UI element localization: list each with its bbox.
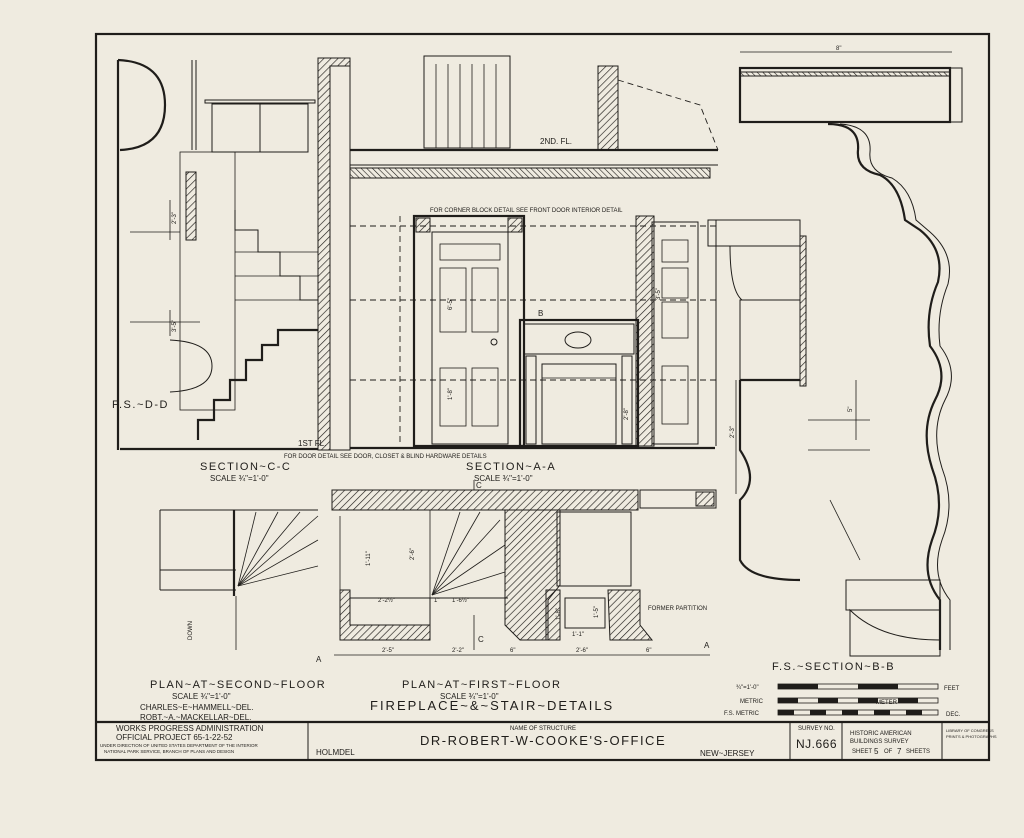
sheet-total: 7 bbox=[897, 747, 902, 756]
dim-6-5: 6'-5" bbox=[448, 298, 454, 310]
dim-3-5: 3'-5" bbox=[172, 320, 178, 332]
section-cc-scale: SCALE ¾"=1'-0" bbox=[210, 474, 269, 483]
marker-a-left: A bbox=[316, 655, 322, 664]
section-cc-drawing bbox=[116, 58, 318, 451]
note-former-partition: FORMER PARTITION bbox=[648, 606, 707, 612]
structure-name: DR-ROBERT-W-COOKE'S-OFFICE bbox=[420, 733, 666, 748]
habs-line-1: HISTORIC AMERICAN bbox=[850, 731, 912, 737]
dim-1-6-half: 1'-6½" bbox=[452, 597, 469, 604]
agency-note-2: NATIONAL PARK SERVICE, BRANCH OF PLANS A… bbox=[104, 749, 234, 754]
dim-2-3b: 2'-3" bbox=[730, 426, 736, 438]
dim-1-11: 1'-11" bbox=[366, 551, 372, 566]
dim-2-6: 2'-6" bbox=[410, 548, 416, 560]
dim-2-8: 2'-8" bbox=[624, 408, 630, 420]
survey-number: NJ.666 bbox=[796, 737, 837, 751]
dim-1-8: 1'-8" bbox=[448, 388, 454, 400]
dim-3-5b: 3'-5" bbox=[656, 288, 662, 300]
sheet-title: FIREPLACE~&~STAIR~DETAILS bbox=[370, 698, 614, 713]
note-door-detail: FOR DOOR DETAIL SEE DOOR, CLOSET & BLIND… bbox=[284, 454, 487, 460]
library-line-2: PRINTS & PHOTOGRAPHS bbox=[946, 734, 997, 739]
sheets-word: SHEETS bbox=[906, 749, 930, 755]
plan-second-scale: SCALE ¾"=1'-0" bbox=[172, 692, 231, 701]
state-label: NEW~JERSEY bbox=[700, 749, 755, 758]
scale-bars bbox=[777, 683, 939, 716]
section-cc-title: SECTION~C-C bbox=[200, 461, 291, 473]
agency-line-1: WORKS PROGRESS ADMINISTRATION bbox=[116, 724, 264, 733]
labels: F.S.~D-D F.S.~D-D SECTION~C-C SCALE ¾"=1… bbox=[100, 46, 997, 758]
agency-line-2: OFFICIAL PROJECT 65-1-22-52 bbox=[116, 733, 233, 742]
habs-line-2: BUILDINGS SURVEY bbox=[850, 739, 909, 745]
note-first-floor: 1ST FL. bbox=[298, 439, 326, 448]
scale-meter: METER bbox=[876, 700, 898, 706]
scale-dec: DEC. bbox=[946, 712, 961, 718]
section-aa-drawing bbox=[350, 55, 720, 450]
sheet-word: SHEET bbox=[852, 749, 872, 755]
marker-b: B bbox=[538, 309, 543, 318]
plan-second-floor-drawing bbox=[159, 509, 319, 650]
note-down: DOWN bbox=[188, 621, 194, 640]
scale-feet-ratio: ¾"=1'-0" bbox=[736, 685, 759, 691]
dim-6in: 6" bbox=[510, 648, 515, 654]
section-aa-scale: SCALE ¾"=1'-0" bbox=[474, 474, 533, 483]
plan-second-title: PLAN~AT~SECOND~FLOOR bbox=[150, 679, 326, 691]
delineator-1: CHARLES~E~HAMMELL~DEL. bbox=[140, 703, 254, 712]
dim-1-5: 1'-5" bbox=[594, 606, 600, 618]
note-second-floor: 2ND. FL. bbox=[540, 137, 572, 146]
location-label: HOLMDEL bbox=[316, 748, 355, 757]
dim-2-2: 2'-2" bbox=[452, 648, 464, 654]
dim-8in: 8" bbox=[836, 46, 841, 52]
dim-1in: 1" bbox=[434, 598, 439, 604]
of-word: OF bbox=[884, 749, 893, 755]
dim-1-8b: 1'-8" bbox=[556, 608, 562, 620]
library-line-1: LIBRARY OF CONGRESS bbox=[946, 728, 994, 733]
agency-note-1: UNDER DIRECTION OF UNITED STATES DEPARTM… bbox=[100, 743, 259, 748]
survey-no-label: SURVEY NO. bbox=[798, 726, 835, 732]
marker-a-right: A bbox=[704, 641, 710, 650]
title-block-frame bbox=[96, 720, 989, 760]
scale-fs-metric: F.S. METRIC bbox=[724, 711, 760, 717]
dim-2-5: 2'-5" bbox=[382, 648, 394, 654]
section-bb-drawing bbox=[707, 51, 963, 657]
dim-5in: 5" bbox=[848, 407, 854, 412]
marker-c-bottom: C bbox=[478, 635, 484, 644]
dim-2-2-half: 2'-2½" bbox=[378, 597, 395, 604]
plan-first-scale: SCALE ¾"=1'-0" bbox=[440, 692, 499, 701]
dim-6in-b: 6" bbox=[646, 648, 651, 654]
sheet-number: 5 bbox=[874, 747, 879, 756]
fs-dd-label-text: F.S.~D-D bbox=[112, 399, 169, 411]
marker-c-top: C bbox=[476, 481, 482, 490]
dim-2-6b: 2'-6" bbox=[576, 648, 588, 654]
scale-feet: FEET bbox=[944, 686, 960, 692]
note-corner-block: FOR CORNER BLOCK DETAIL SEE FRONT DOOR I… bbox=[430, 208, 623, 214]
section-aa-title: SECTION~A-A bbox=[466, 461, 556, 473]
plan-first-title: PLAN~AT~FIRST~FLOOR bbox=[402, 679, 561, 691]
dim-2-3: 2'-3" bbox=[172, 212, 178, 224]
section-bb-title: F.S.~SECTION~B-B bbox=[772, 661, 895, 673]
delineator-2: ROBT.~A.~MACKELLAR~DEL. bbox=[140, 713, 251, 722]
dim-1-1: 1'-1" bbox=[572, 632, 584, 638]
structure-name-label: NAME OF STRUCTURE bbox=[510, 726, 576, 732]
plan-first-floor-drawing bbox=[331, 480, 717, 656]
sheet-border bbox=[94, 32, 991, 762]
scale-metric: METRIC bbox=[740, 699, 764, 705]
central-wall bbox=[317, 57, 718, 451]
